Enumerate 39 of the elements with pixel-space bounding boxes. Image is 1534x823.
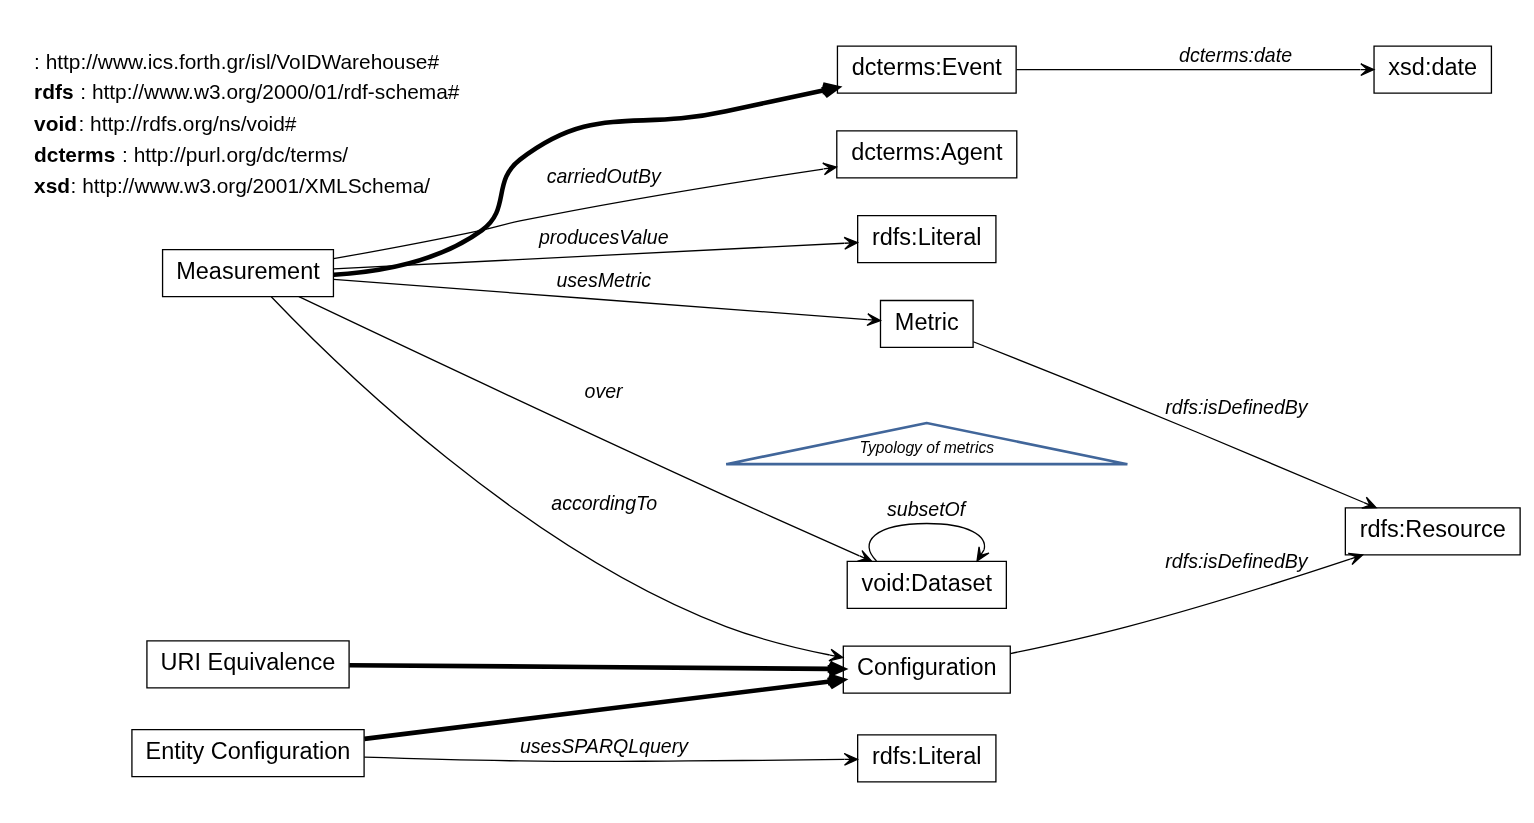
arrow: [1015, 62, 1375, 76]
arrow: [270, 295, 844, 661]
arrow: [332, 162, 838, 259]
arrow: [298, 295, 873, 562]
label: void: http://rdfs.org/ns/void#: [34, 111, 297, 135]
node-box: URI Equivalence: [146, 639, 350, 688]
arrow: [972, 340, 1377, 509]
edge-label: subsetOf: [887, 497, 966, 520]
arrow: [363, 752, 859, 766]
node-box: rdfs:Literal: [857, 733, 997, 782]
label: xsd: http://www.w3.org/2001/XMLSchema/: [34, 173, 431, 197]
edge-label: accordingTo: [551, 491, 658, 514]
arrow: [1009, 552, 1364, 654]
arrow: [332, 236, 859, 269]
node-box: Measurement: [161, 248, 335, 297]
arrow: [333, 81, 840, 277]
node-box: Entity Configuration: [131, 728, 365, 777]
node-box: dcterms:Agent: [836, 129, 1018, 178]
node-box: rdfs:Resource: [1344, 506, 1521, 555]
label: rdfs : http://www.w3.org/2000/01/rdf-schema#: [34, 79, 460, 103]
arrow: [868, 522, 990, 562]
edge-label: dcterms:date: [1179, 43, 1293, 66]
node-box: Configuration: [842, 645, 1011, 694]
label: dcterms : http://purl.org/dc/terms/: [34, 142, 349, 166]
edge-label: over: [584, 379, 623, 402]
edge-label: producesValue: [538, 225, 669, 248]
node-box: Metric: [879, 299, 974, 348]
node-box: xsd:date: [1373, 45, 1493, 94]
arrow: [332, 278, 882, 326]
node-box: rdfs:Literal: [857, 214, 997, 263]
edge-label: rdfs:isDefinedBy: [1165, 395, 1308, 418]
label: : http://www.ics.forth.gr/isl/VoIDWarehouse#: [34, 49, 440, 73]
node-box: void:Dataset: [846, 560, 1007, 609]
node-box: dcterms:Event: [836, 45, 1017, 94]
arrow: [364, 672, 846, 741]
edge-label: usesSPARQLquery: [519, 734, 689, 757]
edge-label: carriedOutBy: [546, 164, 661, 187]
edge-label: rdfs:isDefinedBy: [1165, 549, 1308, 572]
edge-label: usesMetric: [556, 268, 651, 291]
